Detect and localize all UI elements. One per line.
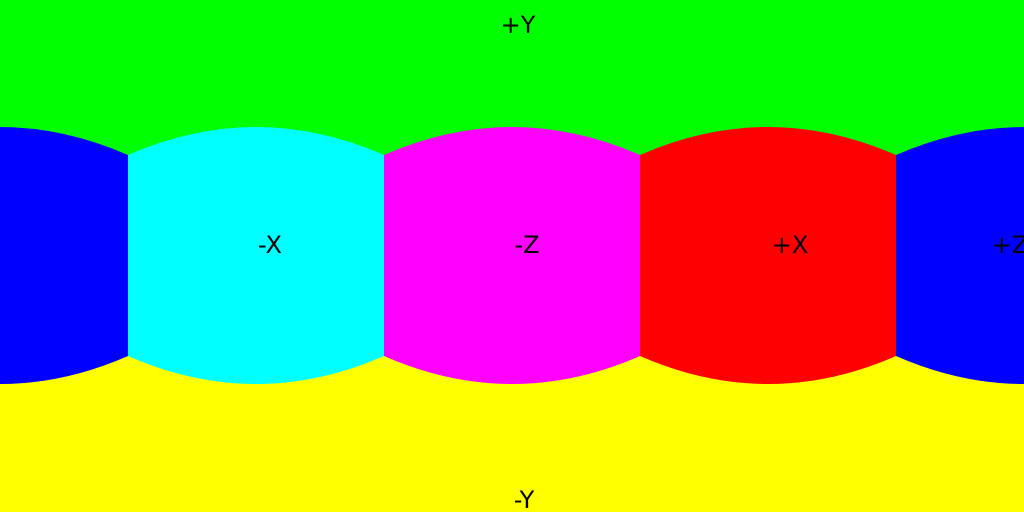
face-label-neg-x: -X [258,231,282,259]
face-label-neg-y: -Y [513,486,535,512]
face-neg-x [128,127,384,384]
face-label-pos-z: +Z [991,231,1024,259]
face-label-pos-x: +X [771,231,809,259]
face-pos-z-right [896,127,1024,384]
face-pos-z-left [0,127,128,384]
face-label-pos-y: +Y [500,11,536,39]
face-label-neg-z: -Z [514,231,540,259]
face-pos-x [640,127,896,384]
face-neg-z [384,127,640,384]
